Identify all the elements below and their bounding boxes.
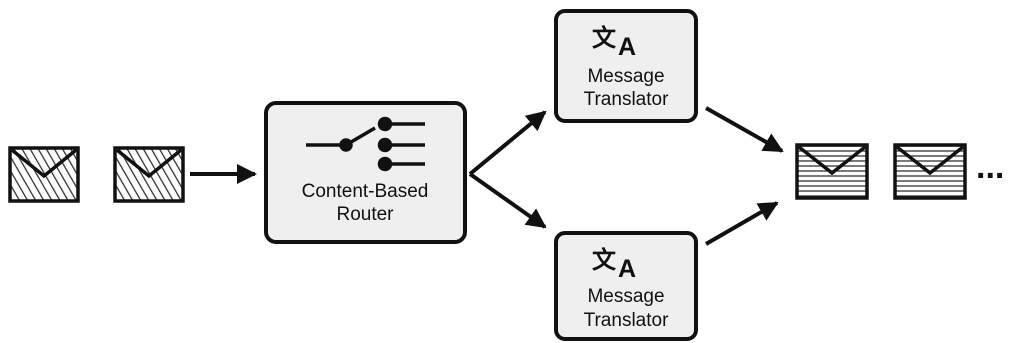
message-translator-bottom: 文 A Message Translator	[554, 231, 698, 341]
translator-top-label-line1: Message	[587, 66, 664, 87]
translate-icon: 文 A	[592, 24, 636, 61]
router-label-line1: Content-Based	[302, 181, 429, 202]
content-based-router: Content-Based Router	[264, 101, 467, 244]
svg-text:A: A	[618, 33, 636, 61]
envelope-diagonal-hatch-icon	[113, 146, 185, 203]
router-label-line2: Router	[336, 204, 394, 225]
envelope-horizontal-lines-icon	[795, 143, 869, 200]
output-message-2	[893, 143, 967, 200]
envelope-horizontal-lines-icon	[893, 143, 967, 200]
arrow-bottom-translator-to-output	[704, 201, 779, 246]
arrow-router-to-bottom-translator	[468, 172, 547, 229]
message-translator-top: 文 A Message Translator	[554, 9, 698, 123]
arrow-top-translator-to-output	[705, 106, 784, 153]
svg-text:A: A	[618, 255, 636, 283]
more-messages-ellipsis: ...	[976, 148, 1004, 186]
switch-icon	[306, 116, 425, 172]
arrow-router-to-top-translator	[468, 110, 547, 176]
svg-text:文: 文	[592, 246, 617, 274]
translator-bottom-label-line1: Message	[587, 286, 664, 307]
input-message-2	[113, 146, 185, 203]
envelope-diagonal-hatch-icon	[8, 146, 80, 203]
svg-text:文: 文	[592, 24, 617, 52]
translator-bottom-label-line2: Translator	[584, 310, 669, 331]
translator-top-label-line2: Translator	[584, 89, 669, 110]
output-message-1	[795, 143, 869, 200]
input-message-1	[8, 146, 80, 203]
translate-icon: 文 A	[592, 246, 636, 283]
